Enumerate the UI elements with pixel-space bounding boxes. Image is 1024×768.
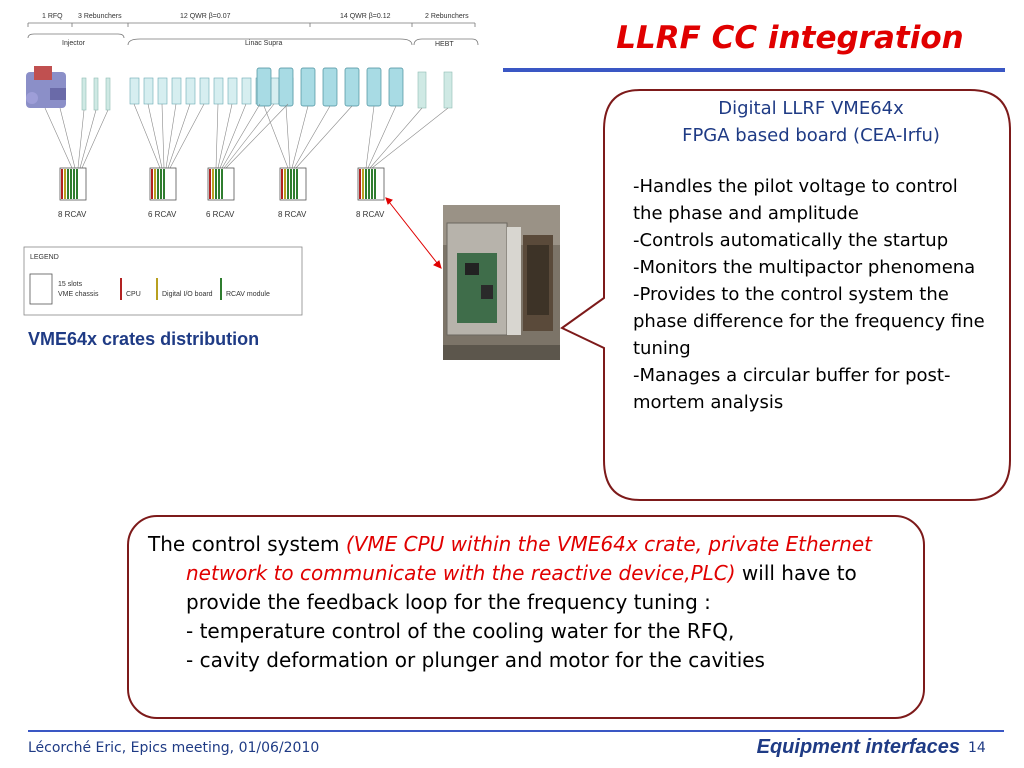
top-label-rebunchers: 3 Rebunchers	[78, 13, 122, 20]
title-rule	[503, 68, 1005, 72]
crate-4	[279, 167, 307, 201]
control-item-1: - temperature control of the cooling wat…	[186, 619, 735, 643]
control-rest: will have to provide the feedback loop f…	[186, 561, 857, 614]
control-text: The control system (VME CPU within the V…	[148, 530, 908, 675]
crate-2	[149, 167, 177, 201]
link-arrow	[385, 197, 442, 269]
callout-heading-line1: Digital LLRF VME64x	[718, 98, 904, 119]
vme-board-photo	[443, 205, 560, 360]
legend-title: LEGEND	[30, 254, 59, 261]
legend-digital-io: Digital I/O board	[162, 291, 213, 298]
qwr12-cavities	[256, 67, 404, 107]
callout-bullet-2: -Controls automatically the startup	[633, 230, 949, 251]
control-box	[127, 515, 925, 719]
callout-bullet-5: -Manages a circular buffer for post-mort…	[633, 365, 951, 413]
callout-bullet-4: -Provides to the control system the phas…	[633, 284, 985, 359]
section-label-injector: Injector	[62, 40, 86, 47]
callout-heading-line2: FPGA based board (CEA-Irfu)	[682, 125, 940, 146]
footer-rule	[28, 730, 1004, 732]
legend: LEGEND 15 slots VME chassis CPU Digital …	[23, 246, 303, 316]
control-item-2: - cavity deformation or plunger and moto…	[186, 648, 765, 672]
accelerator-diagram: 1 RFQ 3 Rebunchers 12 QWR β=0.07 14 QWR …	[23, 13, 479, 316]
callout-bullet-1: -Handles the pilot voltage to control th…	[633, 176, 958, 224]
footer-author: Lécorché Eric, Epics meeting, 01/06/2010	[28, 740, 320, 756]
callout-text: Digital LLRF VME64x FPGA based board (CE…	[633, 95, 989, 416]
footer-section: Equipment interfaces	[756, 736, 960, 758]
legend-cpu: CPU	[126, 291, 141, 298]
rebuncher-cavities	[81, 77, 111, 111]
diagram-caption: VME64x crates distribution	[28, 329, 260, 349]
hebt-cavities	[417, 71, 453, 109]
top-label-rfq: 1 RFQ	[42, 13, 63, 20]
crate-label-3: 6 RCAV	[206, 210, 235, 219]
legend-rcav: RCAV module	[226, 291, 270, 298]
section-label-linac: Linac Supra	[245, 40, 282, 47]
cable-lines	[44, 103, 449, 169]
legend-slots-line2: VME chassis	[58, 291, 99, 298]
top-label-qwr12: 14 QWR β=0.12	[340, 13, 391, 20]
callout-bullet-list: -Handles the pilot voltage to control th…	[633, 173, 989, 416]
top-label-qwr07: 12 QWR β=0.07	[180, 13, 231, 20]
injector-machine	[26, 66, 66, 108]
callout-bubble	[560, 89, 1011, 501]
crate-label-2: 6 RCAV	[148, 210, 177, 219]
legend-slots-line1: 15 slots	[58, 281, 83, 288]
control-italic: (VME CPU within the VME64x crate, privat…	[186, 532, 872, 585]
callout-bullet-3: -Monitors the multipactor phenomena	[633, 257, 976, 278]
crate-5	[357, 167, 385, 201]
control-paragraph: The control system (VME CPU within the V…	[148, 530, 908, 617]
crate-label-1: 8 RCAV	[58, 210, 87, 219]
bracket-lines	[27, 22, 479, 46]
top-label-rebunchers2: 2 Rebunchers	[425, 13, 469, 20]
slide-title: LLRF CC integration	[616, 20, 964, 56]
crate-label-4: 8 RCAV	[278, 210, 307, 219]
page-number: 14	[968, 740, 986, 756]
crate-3	[207, 167, 235, 201]
section-label-hebt: HEBT	[435, 41, 454, 48]
crate-1	[59, 167, 87, 201]
control-intro: The control system	[148, 532, 346, 556]
crate-label-5: 8 RCAV	[356, 210, 385, 219]
top-label-group: 1 RFQ 3 Rebunchers 12 QWR β=0.07 14 QWR …	[42, 13, 469, 20]
